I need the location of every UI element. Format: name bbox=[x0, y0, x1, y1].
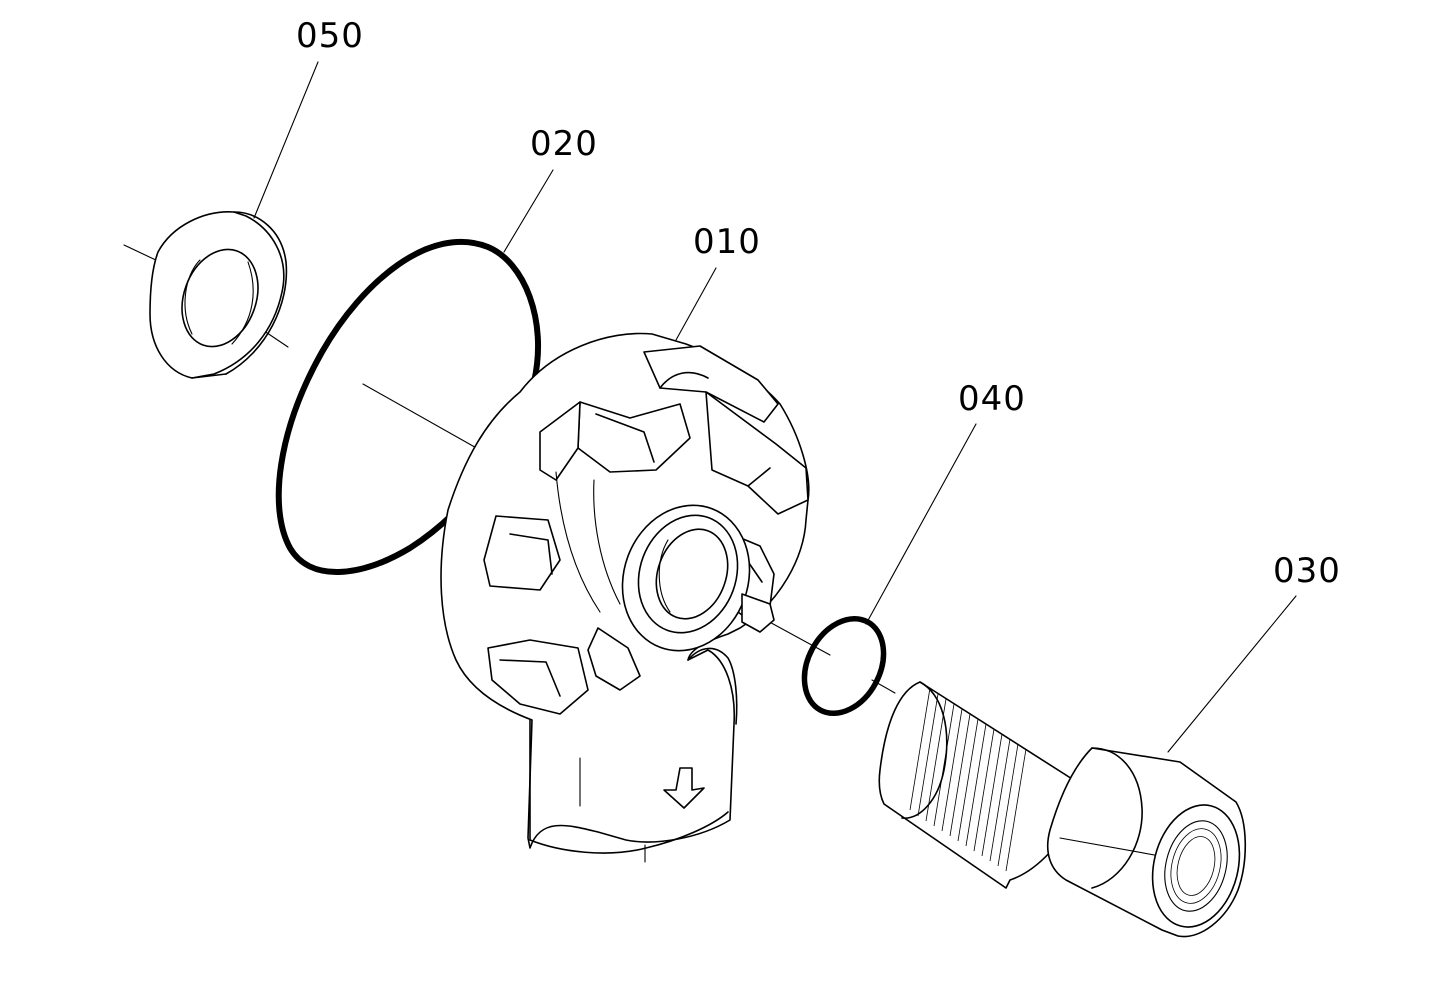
callout-label-040: 040 bbox=[958, 379, 1026, 419]
part-040-small-o-ring bbox=[801, 615, 887, 717]
callout-label-020: 020 bbox=[530, 124, 598, 164]
leader-lines bbox=[253, 61, 1297, 753]
callout-label-030: 030 bbox=[1273, 551, 1341, 591]
part-010-impeller-housing bbox=[440, 332, 810, 854]
callout-label-050: 050 bbox=[296, 16, 364, 56]
part-050-washer bbox=[149, 211, 288, 379]
thread-lines bbox=[909, 687, 1027, 872]
callout-label-010: 010 bbox=[693, 222, 761, 262]
part-030-threaded-fitting bbox=[878, 681, 1247, 938]
